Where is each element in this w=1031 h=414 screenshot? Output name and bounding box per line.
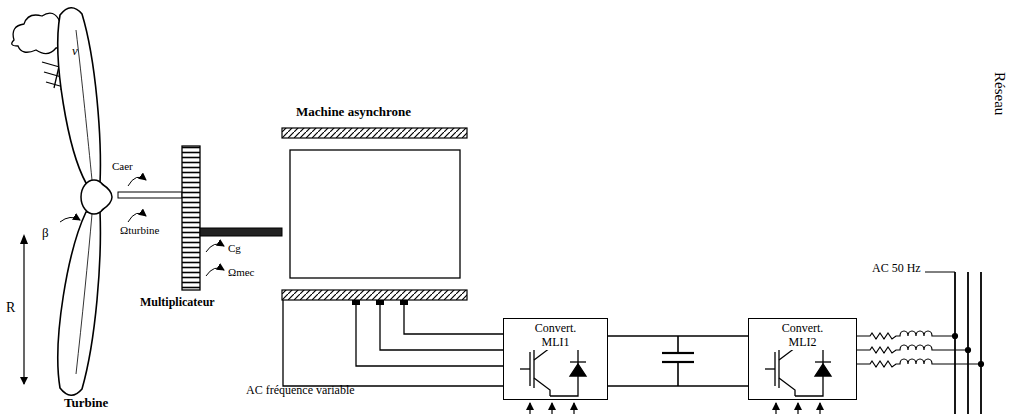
converter-box: Convert. MLI1	[503, 318, 608, 400]
text-label: Turbine	[64, 396, 108, 410]
text-label: Ωturbine	[120, 224, 159, 236]
text-label: AC 50 Hz	[872, 262, 921, 275]
torque-arrow	[128, 177, 146, 186]
pitch-arrow	[60, 217, 80, 222]
node-text: Machine asynchrone	[296, 105, 411, 120]
wire	[608, 385, 748, 386]
torque-arrow	[206, 244, 224, 252]
converter-box: Convert. MLI2	[748, 318, 857, 400]
rotor	[290, 150, 460, 278]
filter-wire	[857, 359, 981, 367]
text-label: Multiplicateur	[140, 296, 215, 309]
stator-band	[282, 290, 467, 300]
capacitor	[662, 336, 694, 386]
text-label: AC fréquence variable	[246, 384, 355, 397]
text-label: Caer	[112, 160, 133, 172]
wire	[404, 305, 503, 334]
node-text: Convert. MLI1	[530, 322, 582, 350]
connector	[608, 336, 748, 386]
gearbox	[182, 146, 200, 290]
shaft	[118, 192, 182, 198]
connector	[283, 300, 503, 386]
node-text: Convert. MLI2	[777, 322, 829, 350]
text-label: R	[6, 300, 15, 315]
leader-line	[925, 272, 955, 273]
text-label: Ωmec	[228, 266, 255, 278]
wire	[380, 305, 503, 350]
shaft	[200, 228, 282, 236]
radius-arrow	[20, 234, 28, 384]
stator-band	[282, 128, 467, 138]
machine-box: Machine asynchrone	[282, 128, 467, 300]
filter-wire	[857, 331, 955, 339]
grid-filter	[857, 331, 984, 367]
grid-label: Réseau	[992, 72, 1009, 115]
speed-arrow	[206, 268, 224, 276]
text-label: Cg	[228, 242, 241, 254]
wire	[608, 335, 748, 336]
blade	[58, 8, 100, 183]
grid-bus	[955, 272, 981, 414]
wire	[283, 300, 503, 386]
text-label: v	[72, 44, 78, 58]
filter-wire	[857, 345, 968, 353]
speed-arrow	[128, 213, 146, 222]
text-label: β	[42, 226, 49, 240]
blade	[58, 212, 100, 395]
nose-cone	[102, 184, 112, 210]
terminals	[352, 300, 408, 305]
wire	[356, 305, 503, 366]
control-arrows	[530, 403, 820, 414]
